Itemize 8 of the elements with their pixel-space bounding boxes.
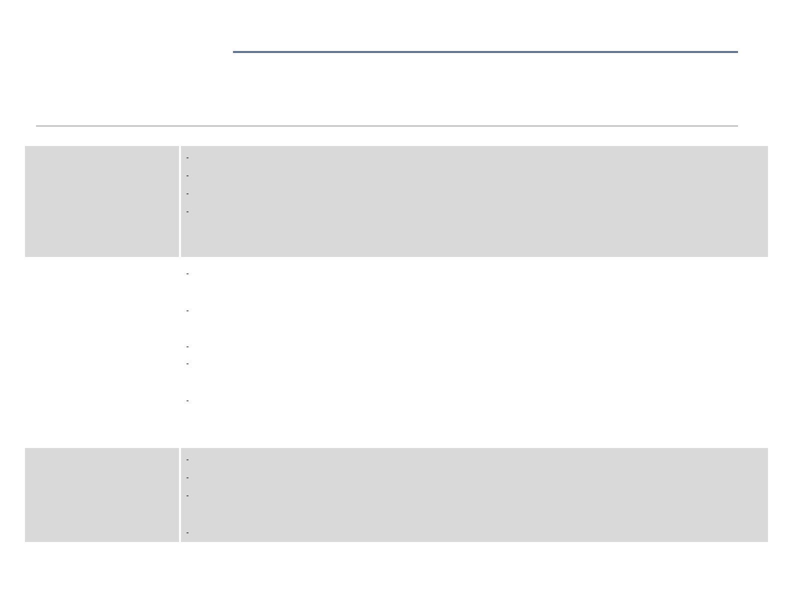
table-cell	[25, 448, 179, 542]
bullet-mark: -	[186, 346, 189, 348]
table-cell	[181, 146, 768, 257]
table-cell	[25, 146, 179, 257]
bullet-mark: -	[186, 400, 189, 402]
bullet-mark: -	[186, 310, 189, 312]
table-cell	[181, 448, 768, 542]
bullet-mark: -	[186, 532, 189, 534]
